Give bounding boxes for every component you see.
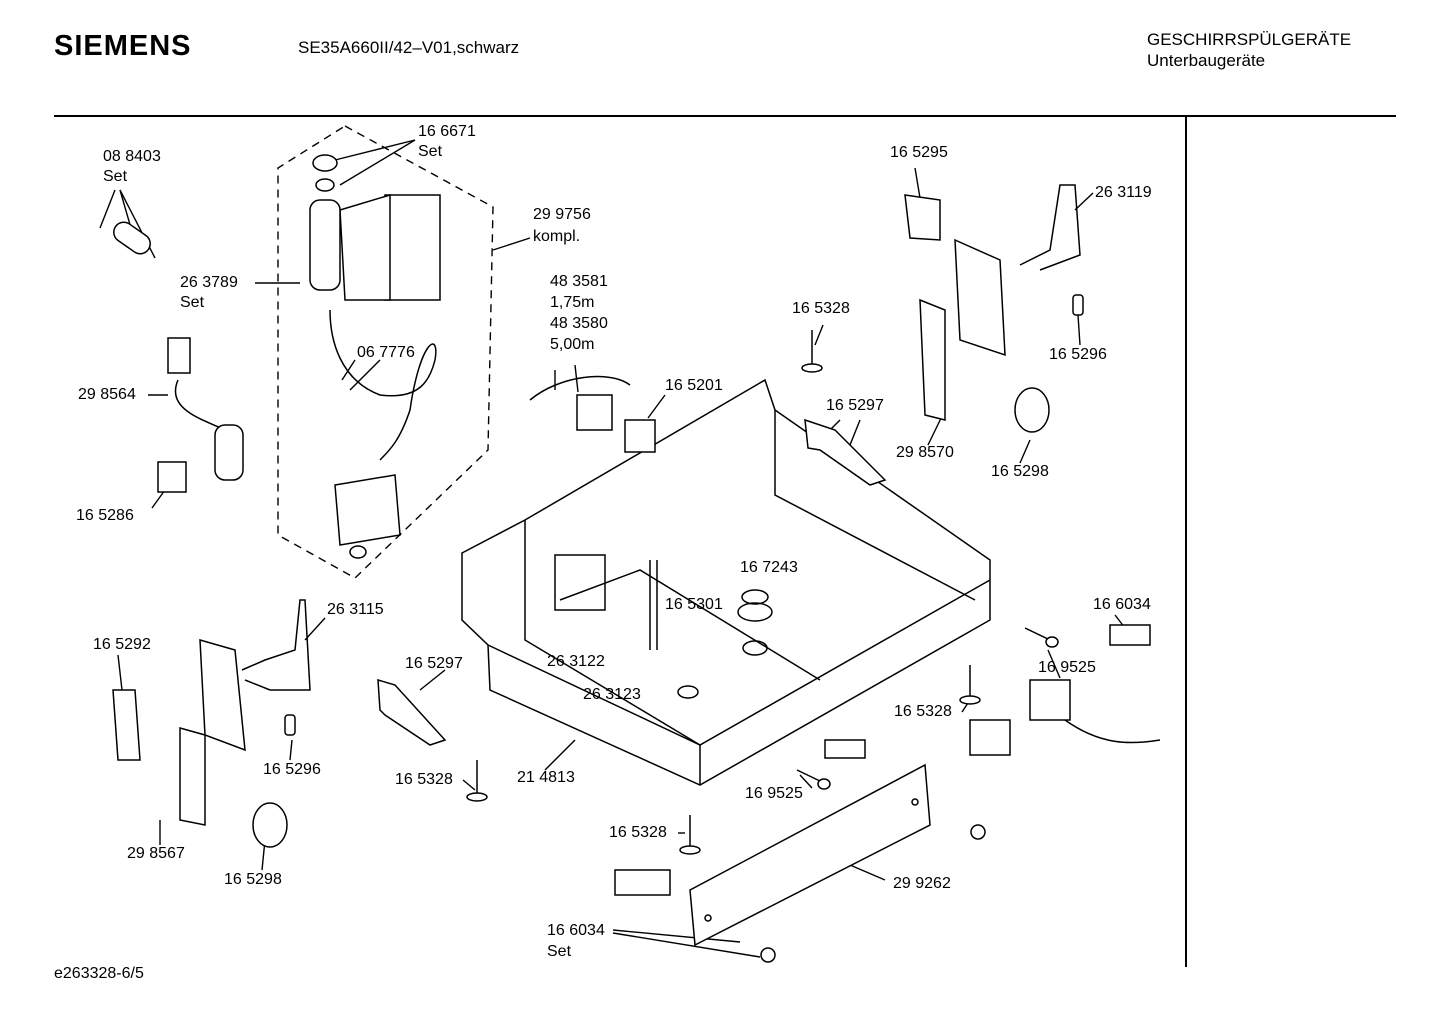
part-label-165297-a: 16 5297: [826, 397, 884, 414]
part-label-299756: 29 9756: [533, 206, 591, 223]
part-label-165286: 16 5286: [76, 507, 134, 524]
brand-logo: SIEMENS: [54, 30, 192, 62]
left-bracket: [199, 638, 246, 752]
part-label-298567: 29 8567: [127, 845, 185, 862]
part-label-298564: 29 8564: [78, 386, 136, 403]
part-label-165298-a: 16 5298: [991, 463, 1049, 480]
margin-rule: [1185, 117, 1187, 967]
kickboard: [689, 763, 931, 947]
hinge-spring-left: [377, 678, 447, 746]
connector-front: [969, 719, 1011, 756]
part-label-167243: 16 7243: [740, 559, 798, 576]
part-note-088403: Set: [103, 168, 128, 185]
assembly-outline: [277, 125, 494, 579]
part-label-263123: 26 3123: [583, 686, 641, 703]
part-label-088403: 08 8403: [103, 148, 161, 165]
foot-4: [679, 815, 701, 855]
part-label-483580: 48 3580: [550, 315, 608, 332]
foot-2: [959, 665, 981, 705]
part-label-165301: 16 5301: [665, 596, 723, 613]
part-label-263119: 26 3119: [1095, 184, 1152, 201]
right-bracket: [954, 238, 1006, 357]
drain-hose-corrugated: [167, 337, 191, 374]
part-note-299756: kompl.: [533, 228, 581, 245]
part-length-483581: 1,75m: [550, 294, 595, 311]
valve-housing: [384, 194, 441, 301]
part-label-169525-a: 16 9525: [1038, 659, 1096, 676]
part-label-166034-a: 16 6034: [1093, 596, 1151, 613]
part-label-298570: 29 8570: [896, 444, 954, 461]
foot-1: [801, 330, 823, 373]
part-note-166671: Set: [418, 143, 443, 160]
part-label-165295: 16 5295: [890, 144, 948, 161]
part-label-299262: 29 9262: [893, 875, 951, 892]
part-label-166034-b: 16 6034: [547, 922, 605, 939]
hinge-spring-right: [804, 418, 887, 486]
part-label-263789: 26 3789: [180, 274, 238, 291]
part-note-263789: Set: [180, 294, 205, 311]
category-title: GESCHIRRSPÜLGERÄTE: [1147, 30, 1352, 49]
part-label-483581: 48 3581: [550, 273, 608, 290]
part-label-165298-b: 16 5298: [224, 871, 282, 888]
header-rule: [54, 115, 1396, 117]
hose-sleeve: [113, 221, 151, 255]
float-switch-right: [1014, 387, 1050, 433]
float-switch-left: [252, 802, 288, 848]
part-label-165297-b: 16 5297: [405, 655, 463, 672]
base-tub: [461, 378, 991, 786]
part-label-165201: 16 5201: [665, 377, 723, 394]
part-label-169525-b: 16 9525: [745, 785, 803, 802]
part-label-165328-b: 16 5328: [894, 703, 952, 720]
part-label-165328-c: 16 5328: [395, 771, 453, 788]
part-label-165328-d: 16 5328: [609, 824, 667, 841]
part-label-263122: 26 3122: [547, 653, 605, 670]
part-label-165296-a: 16 5296: [1049, 346, 1107, 363]
subcategory-title: Unterbaugeräte: [1147, 51, 1266, 70]
drawing-code: e263328-6/5: [54, 965, 144, 982]
part-label-165292: 16 5292: [93, 636, 151, 653]
part-label-214813: 21 4813: [517, 769, 575, 786]
part-length-483580: 5,00m: [550, 336, 595, 353]
part-label-165328-a: 16 5328: [792, 300, 850, 317]
part-note-166034-b: Set: [547, 943, 572, 960]
part-label-166671: 16 6671: [418, 123, 476, 140]
part-label-067776: 06 7776: [357, 344, 415, 361]
model-number: SE35A660II/42–V01,schwarz: [298, 38, 520, 57]
foot-3: [466, 760, 488, 802]
part-label-263115: 26 3115: [327, 601, 384, 618]
part-label-165296-b: 16 5296: [263, 761, 321, 778]
